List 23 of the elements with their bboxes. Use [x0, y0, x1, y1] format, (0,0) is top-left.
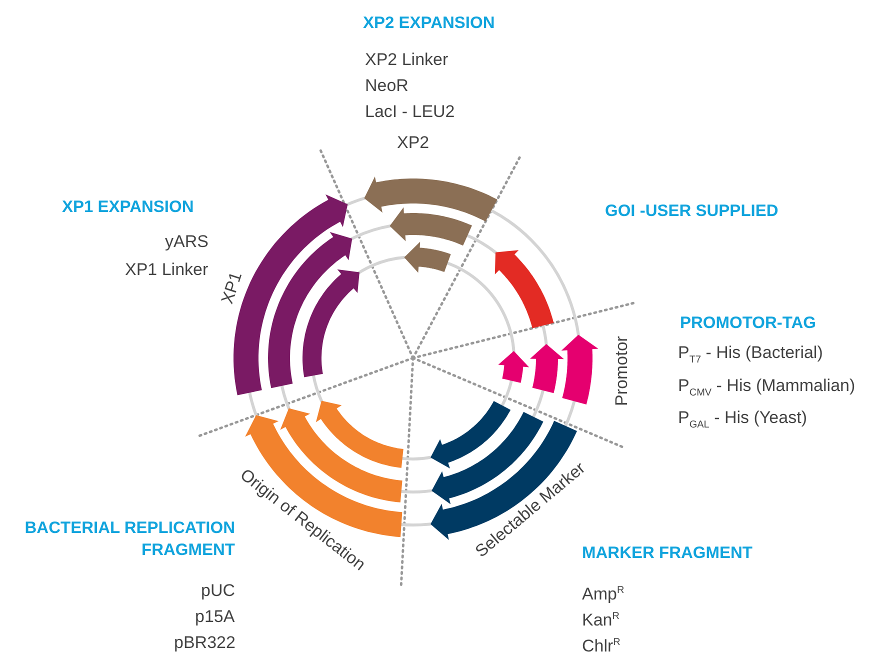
list-item: NeoR — [365, 75, 408, 97]
list-item: yARS — [165, 231, 208, 253]
list-item: p15A — [195, 606, 235, 628]
list-item: pBR322 — [174, 632, 236, 654]
section-heading: XP1 EXPANSION — [62, 197, 194, 218]
list-item: LacI - LEU2 — [365, 101, 455, 123]
list-item: Kan$^{R}$ — [582, 610, 620, 632]
list-item: Amp$^{R}$ — [582, 584, 624, 606]
list-item: Chlr$^{R}$ — [582, 636, 620, 654]
list-item: pUC — [201, 580, 236, 602]
list-item: P$_{CMV}$ - His (Mammalian) — [678, 375, 856, 400]
segment-label: XP2 — [397, 132, 430, 154]
section-heading: GOI -USER SUPPLIED — [605, 201, 778, 222]
list-item: P$_{GAL}$ - His (Yeast) — [678, 407, 807, 432]
section-heading: BACTERIAL REPLICATION FRAGMENT — [24, 518, 235, 561]
list-item: XP2 Linker — [365, 49, 448, 71]
section-heading: MARKER FRAGMENT — [582, 543, 752, 564]
section-heading: XP2 EXPANSION — [363, 13, 495, 34]
list-item: XP1 Linker — [125, 259, 208, 281]
list-item: P$_{T7}$ - His (Bacterial) — [678, 342, 823, 368]
section-heading: PROMOTOR-TAG — [680, 313, 816, 334]
segment-label: XP1 — [216, 269, 247, 307]
segment-label: Promotor — [610, 336, 632, 406]
